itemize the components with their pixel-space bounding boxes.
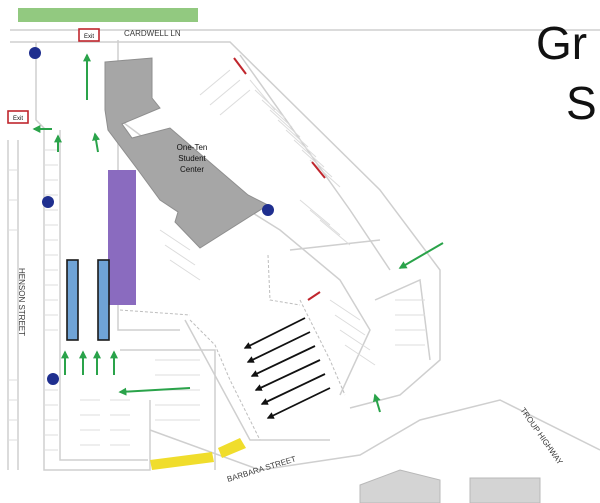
traffic-arrows (32, 53, 444, 413)
building-label-line1: One-Ten (177, 143, 208, 152)
traffic-arrow-icon (118, 387, 191, 396)
parking-stalls (8, 69, 425, 451)
grass-strip (18, 8, 198, 22)
exit-label-left: Exit (13, 116, 23, 122)
page-title-line2: S (566, 77, 597, 129)
accessible-parking-icon (47, 373, 59, 385)
one-way-arrow-icon (254, 359, 321, 391)
one-way-arrow-icon (243, 317, 306, 349)
page-title-line1: Gr (536, 17, 588, 69)
one-way-arrow-icon (260, 373, 326, 405)
exit-sign-icon: Exit (7, 110, 29, 124)
yellow-loading-zone-left (150, 452, 214, 470)
traffic-arrow-icon (398, 242, 444, 269)
traffic-arrow-icon (372, 393, 381, 413)
one-way-arrows (243, 317, 331, 419)
accessible-parking-icon (262, 204, 274, 216)
lot-outlines (7, 29, 600, 471)
street-label-barbara: BARBARA STREET (226, 454, 297, 484)
accessible-parking-icon (29, 47, 41, 59)
building-label-line3: Center (180, 165, 204, 174)
street-label-cardwell: CARDWELL LN (124, 29, 181, 38)
exit-label-top: Exit (84, 34, 94, 40)
exit-sign-icon: Exit (78, 28, 100, 42)
building-label-line2: Student (178, 154, 206, 163)
one-way-arrow-icon (266, 387, 331, 419)
accessible-parking-icon (42, 196, 54, 208)
pedestrian-walkways (119, 254, 346, 441)
traffic-arrow-icon (92, 132, 100, 153)
neighboring-buildings (359, 469, 541, 503)
reserved-parking-strip-right (97, 259, 110, 341)
yellow-loading-zone-right (218, 438, 246, 458)
one-way-arrow-icon (246, 331, 311, 363)
restricted-markers (233, 57, 326, 301)
one-way-arrow-icon (250, 345, 316, 377)
street-label-troup: TROUP HIGHWAY (518, 406, 564, 467)
reserved-parking-strip-left (66, 259, 79, 341)
reserved-parking-zone-purple (108, 170, 136, 305)
street-label-henson: HENSON STREET (17, 268, 26, 336)
